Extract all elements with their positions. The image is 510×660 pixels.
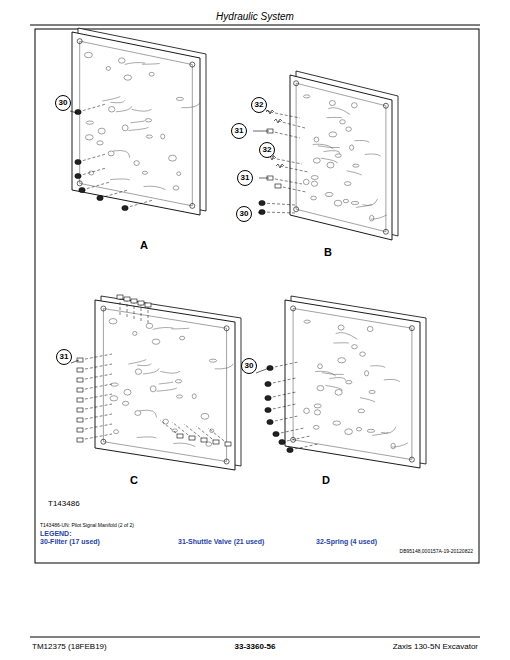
valve-part [208,428,231,446]
page-label: LEGEND: [40,530,72,538]
filter-part [97,190,128,201]
filter-part [75,168,106,179]
valve-part [77,414,112,422]
filter-part [279,436,310,445]
valve-part [117,295,123,316]
valve-part [77,434,112,442]
valve-part [267,176,302,184]
valve-part [138,301,144,322]
manifold-plate-c [95,296,241,470]
leader-line [258,212,261,213]
filter-part [267,362,298,371]
valve-part [275,184,306,192]
view-letter: D [322,474,330,486]
view-letter: C [130,474,138,486]
header-rule [30,25,480,26]
view-letter: B [324,246,332,258]
filter-part [265,378,296,387]
filter-part [75,154,106,165]
figure-frame [35,29,479,563]
callout-number: 32 [251,97,267,113]
manifold-plate-b [290,71,398,240]
filter-part [75,104,106,115]
page-label: T143486 [48,500,80,509]
legend-entry: 31-Shuttle Valve (21 used) [178,538,264,546]
leader-line [70,111,77,113]
valve-part [160,420,183,438]
filter-part [79,182,110,193]
callout-number: 32 [259,142,275,158]
valve-part [124,297,130,318]
filter-part [273,428,304,437]
callout-number: 31 [237,170,253,186]
view-letter: A [140,239,148,251]
leader-line [253,131,269,132]
legend-entry: 30-Filter (17 used) [40,538,100,546]
valve-part [77,364,112,372]
valve-part [184,424,207,442]
valve-part [77,404,112,412]
valve-part [77,424,112,432]
valve-part [77,394,112,402]
leader-line [71,360,79,363]
page-header: Hydraulic System [216,11,294,22]
leader-line [266,110,270,112]
callout-number: 31 [56,349,72,365]
valve-part [77,384,112,392]
callout-number: 30 [55,95,71,111]
filter-part [287,444,318,453]
spring-part [274,119,305,128]
filter-part [267,416,298,425]
page-label: DB95148,000157A-19-20120822 [400,549,473,555]
valve-part [267,129,300,138]
filter-part [265,392,296,401]
valve-part [196,426,219,444]
callout-number: 30 [241,358,257,374]
legend-entry: 32-Spring (4 used) [316,538,377,546]
filter-part [122,200,153,211]
leader-line [259,178,269,179]
callout-number: 31 [231,123,247,139]
page-label: 33-3360-56 [235,643,276,652]
spring-part [268,156,302,164]
filter-part [259,200,296,205]
valve-part [172,422,195,440]
valve-part [145,303,151,324]
valve-part [77,354,112,362]
leader-line [256,368,269,373]
filter-part [259,209,296,214]
valve-part [77,374,112,382]
manifold-plate-d [285,296,426,468]
page-label: Zaxis 130-5N Excavator [393,643,478,652]
spring-part [266,110,300,118]
callout-number: 30 [236,206,252,222]
footer-rule [30,637,480,638]
filter-part [265,404,296,413]
page-label: TM12375 (18FEB19) [32,643,107,652]
spring-part [276,164,308,172]
figure-caption: T143486-UN: Pilot Signal Manifold (2 of … [40,523,134,529]
valve-part [131,299,137,320]
manifold-plate-a [72,28,206,215]
